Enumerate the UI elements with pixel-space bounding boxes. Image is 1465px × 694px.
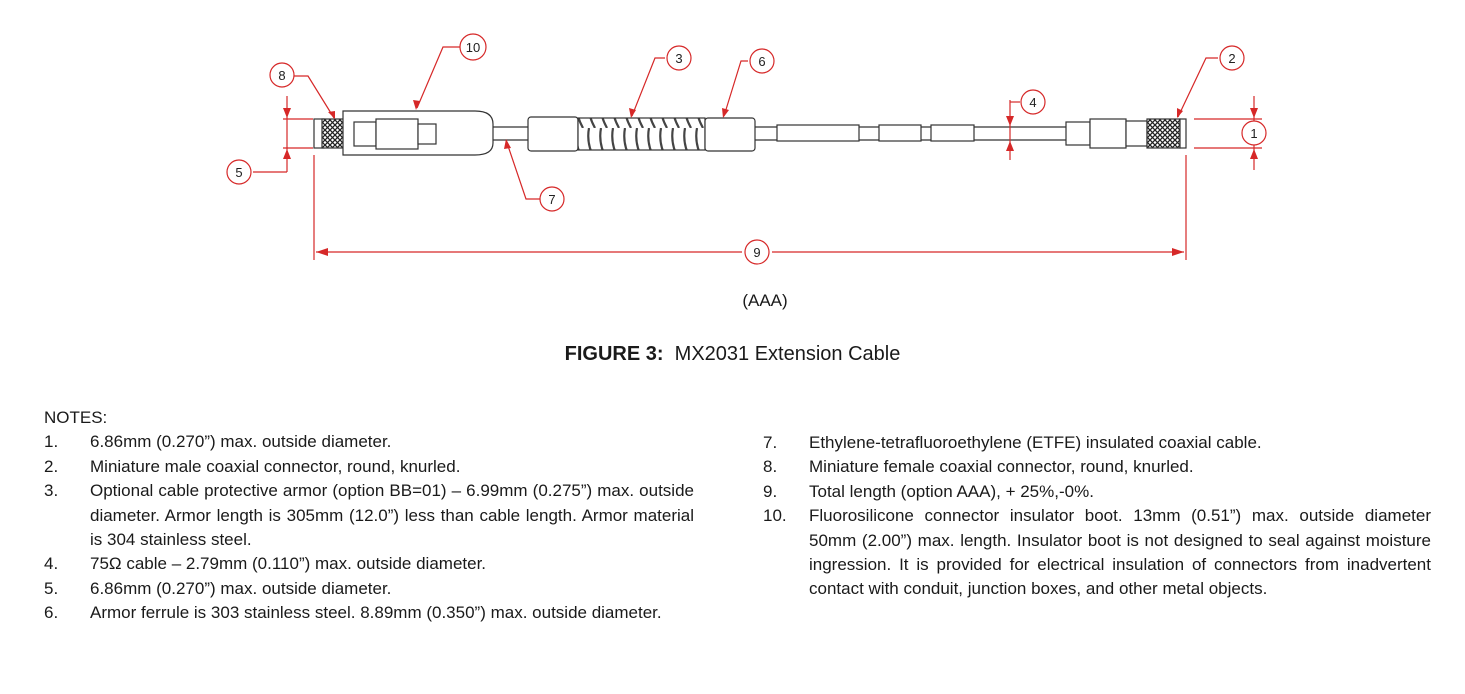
note-item: 8. Miniature female coaxial connector, ro…: [763, 455, 1431, 479]
note-text: Armor ferrule is 303 stainless steel. 8.…: [90, 603, 662, 623]
note-number: 7.: [763, 433, 778, 452]
dimension-arrowheads: [283, 100, 1258, 256]
note-text: 6.86mm (0.270”) max. outside diameter.: [90, 578, 392, 598]
cable-sleeve-1: [776, 124, 860, 142]
cable-sleeve-2: [878, 124, 922, 142]
cable-drawing: 1 2 3 4 5 6 7 8 9 10: [226, 33, 1267, 265]
note-text: 6.86mm (0.270”) max. outside diameter.: [90, 432, 392, 452]
boot-inner-left: [353, 121, 377, 147]
note-number: 2.: [44, 456, 59, 476]
figure-number: FIGURE 3:: [564, 343, 664, 365]
note-number: 10.: [763, 506, 787, 526]
armor-ferrule: [704, 117, 756, 152]
note-number: 1.: [44, 432, 59, 452]
male-connector-body: [1089, 118, 1127, 149]
callout-9: [744, 239, 770, 265]
callout-6: [749, 48, 775, 74]
protective-armor: [577, 117, 706, 151]
boot-inner-mid: [375, 118, 419, 150]
note-text: Miniature female coaxial connector, roun…: [809, 457, 1194, 477]
male-connector-neck: [1125, 120, 1148, 147]
note-item: 6. Armor ferrule is 303 stainless steel. …: [44, 601, 694, 625]
callout-10-label: 10: [466, 40, 480, 55]
cable-sleeve-3: [930, 124, 975, 142]
note-item: 4. 75Ω cable – 2.79mm (0.110”) max. outsi…: [44, 552, 694, 576]
callout-4: [1020, 89, 1046, 115]
callout-bubbles: [226, 33, 1267, 265]
note-number: 5.: [44, 578, 59, 598]
callout-numbers: 1 2 3 4 5 6 7 8 9 10: [235, 40, 1257, 260]
note-item: 2. Miniature male coaxial connector, roun…: [44, 455, 694, 479]
notes-column-left: NOTES: 1. 6.86mm (0.270”) max. outside di…: [44, 406, 694, 626]
note-item: 5. 6.86mm (0.270”) max. outside diameter.: [44, 577, 694, 601]
note-text: Ethylene-tetrafluoroethylene (ETFE) insu…: [809, 433, 1262, 452]
note-number: 4.: [44, 554, 59, 574]
note-text: Fluorosilicone connector insulator boot.…: [809, 506, 1431, 599]
male-connector-knurl: [1146, 118, 1181, 149]
note-item: 7. Ethylene-tetrafluoroethylene (ETFE) in…: [763, 431, 1431, 455]
callout-5: [226, 159, 252, 185]
note-number: 9.: [763, 481, 778, 501]
option-sub-label: (AAA): [742, 291, 788, 310]
callout-8: [269, 62, 295, 88]
male-connector-tail: [1065, 121, 1091, 146]
callout-7-label: 7: [548, 192, 555, 207]
note-text: Total length (option AAA), + 25%,-0%.: [809, 481, 1094, 501]
callout-8-label: 8: [278, 68, 285, 83]
callout-10: [459, 33, 487, 61]
male-connector-tip: [1179, 118, 1187, 149]
note-item: 1. 6.86mm (0.270”) max. outside diameter.: [44, 430, 694, 454]
boot-inner-right: [417, 123, 437, 145]
callout-1-label: 1: [1250, 126, 1257, 141]
callout-7: [539, 186, 565, 212]
notes-column-right: 7. Ethylene-tetrafluoroethylene (ETFE) in…: [763, 431, 1431, 602]
armor-start-sleeve: [527, 116, 579, 152]
note-item: 3. Optional cable protective armor (optio…: [44, 479, 694, 552]
note-text: Optional cable protective armor (option …: [90, 481, 694, 550]
note-number: 8.: [763, 457, 778, 477]
note-item: 10. Fluorosilicone connector insulator bo…: [763, 504, 1431, 602]
cable-assembly: [313, 110, 1187, 156]
callout-2-label: 2: [1228, 51, 1235, 66]
figure-caption: FIGURE 3: MX2031 Extension Cable: [0, 343, 1465, 366]
note-text: 75Ω cable – 2.79mm (0.110”) max. outside…: [90, 554, 487, 574]
note-text: Miniature male coaxial connector, round,…: [90, 456, 461, 476]
callout-6-label: 6: [758, 54, 765, 69]
callout-2: [1219, 45, 1245, 71]
callout-1: [1241, 120, 1267, 146]
note-number: 3.: [44, 481, 59, 501]
note-item: 9. Total length (option AAA), + 25%,-0%.: [763, 480, 1431, 504]
callout-5-label: 5: [235, 165, 242, 180]
figure-title: MX2031 Extension Cable: [674, 343, 901, 365]
callout-3: [666, 45, 692, 71]
notes-heading: NOTES:: [44, 408, 108, 427]
callout-3-label: 3: [675, 51, 682, 66]
callout-4-label: 4: [1029, 95, 1036, 110]
callout-9-label: 9: [753, 245, 760, 260]
note-number: 6.: [44, 603, 59, 623]
